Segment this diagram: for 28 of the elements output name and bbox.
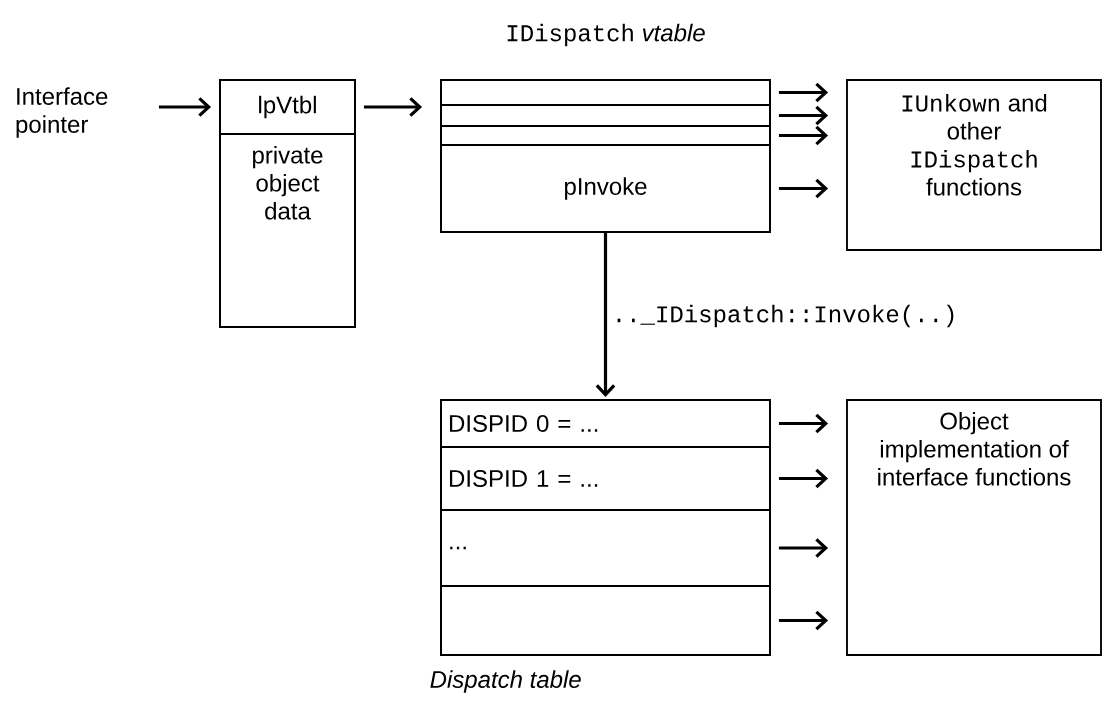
arrow: [778, 610, 829, 631]
arrow: [363, 97, 423, 117]
table-row: [440, 585, 771, 656]
pointer-cell: lpVtbl: [219, 79, 356, 135]
arrow: [158, 97, 212, 117]
node-label: Dispatch table: [430, 670, 581, 693]
table-row: ...: [440, 509, 771, 587]
node-label: IDispatch: [507, 23, 633, 47]
arrow: [778, 178, 829, 199]
node-label: vtable: [642, 23, 705, 42]
edge-label: .._IDispatch::Invoke(..): [610, 303, 959, 329]
function-box: IUnkown and other IDispatch functions: [846, 79, 1102, 251]
arrow: [778, 468, 829, 489]
arrow: [778, 82, 829, 103]
table-row: [440, 104, 771, 127]
arrow: [778, 125, 829, 146]
arrow: [778, 105, 829, 126]
arrow: [778, 413, 829, 434]
arrow: [778, 538, 829, 558]
table-row: [440, 79, 771, 106]
table-row: DISPID 1 = ...: [440, 446, 771, 511]
implementation-box: Object implementation of interface functions: [846, 399, 1102, 656]
table-row: pInvoke: [440, 144, 771, 233]
table-row: [440, 125, 771, 146]
arrow: [595, 232, 616, 398]
data-cell: private object data: [219, 133, 356, 328]
pointer-label: Interface pointer: [16, 87, 108, 138]
table-row: DISPID 0 = ...: [440, 399, 771, 448]
